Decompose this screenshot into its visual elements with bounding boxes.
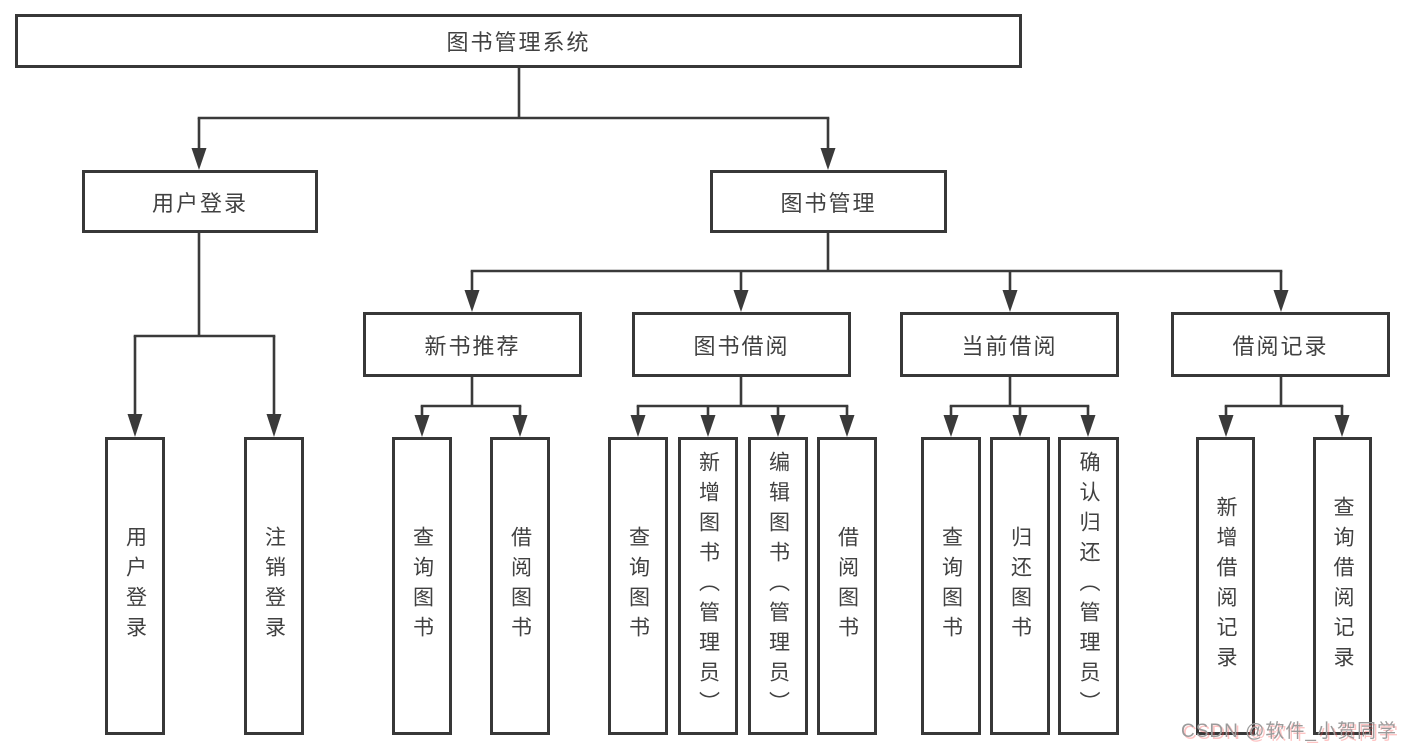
- node-book-borrowing: 图书借阅: [632, 312, 851, 377]
- node-label: 用户登录: [151, 190, 248, 216]
- node-label: 图书借阅: [693, 333, 790, 359]
- node-borrowing-records: 借阅记录: [1171, 312, 1390, 377]
- leaf-add-book-admin: 新增图书（管理员）: [678, 437, 738, 735]
- leaf-return-books: 归还图书: [990, 437, 1050, 735]
- leaf-borrow-books: 借阅图书: [817, 437, 877, 735]
- leaf-add-borrow-record: 新增借阅记录: [1196, 437, 1255, 735]
- leaf-query-books-borrowing: 查询图书: [608, 437, 668, 735]
- node-label: 编辑图书（管理员）: [766, 451, 790, 721]
- node-label: 确认归还（管理员）: [1077, 451, 1100, 721]
- node-label: 图书管理: [780, 190, 877, 216]
- node-label: 查询图书: [410, 526, 434, 646]
- node-label: 用户登录: [123, 526, 147, 646]
- node-label: 注销登录: [262, 526, 286, 646]
- leaf-query-books-recommend: 查询图书: [392, 437, 452, 735]
- node-label: 借阅图书: [508, 526, 532, 646]
- leaf-query-books-current: 查询图书: [921, 437, 981, 735]
- leaf-query-borrow-record: 查询借阅记录: [1313, 437, 1372, 735]
- leaf-logout: 注销登录: [244, 437, 304, 735]
- node-label: 查询图书: [626, 526, 650, 646]
- node-label: 借阅记录: [1232, 333, 1329, 359]
- node-label: 借阅图书: [835, 526, 859, 646]
- leaf-user-login: 用户登录: [105, 437, 165, 735]
- node-label: 当前借阅: [961, 333, 1058, 359]
- csdn-watermark: CSDN @软件_小贺同学: [1181, 721, 1397, 742]
- node-label: 新书推荐: [424, 333, 521, 359]
- node-library-management-system: 图书管理系统: [15, 14, 1022, 68]
- node-label: 查询借阅记录: [1331, 496, 1354, 676]
- node-label: 图书管理系统: [446, 30, 591, 55]
- node-new-book-recommendation: 新书推荐: [363, 312, 582, 377]
- leaf-confirm-return-admin: 确认归还（管理员）: [1058, 437, 1119, 735]
- leaf-borrow-books-recommend: 借阅图书: [490, 437, 550, 735]
- node-label: 新增借阅记录: [1214, 496, 1237, 676]
- node-label: 查询图书: [939, 526, 963, 646]
- node-label: 新增图书（管理员）: [696, 451, 720, 721]
- node-book-management: 图书管理: [710, 170, 947, 233]
- node-label: 归还图书: [1008, 526, 1032, 646]
- node-user-login: 用户登录: [82, 170, 318, 233]
- node-current-borrowing: 当前借阅: [900, 312, 1119, 377]
- leaf-edit-book-admin: 编辑图书（管理员）: [748, 437, 808, 735]
